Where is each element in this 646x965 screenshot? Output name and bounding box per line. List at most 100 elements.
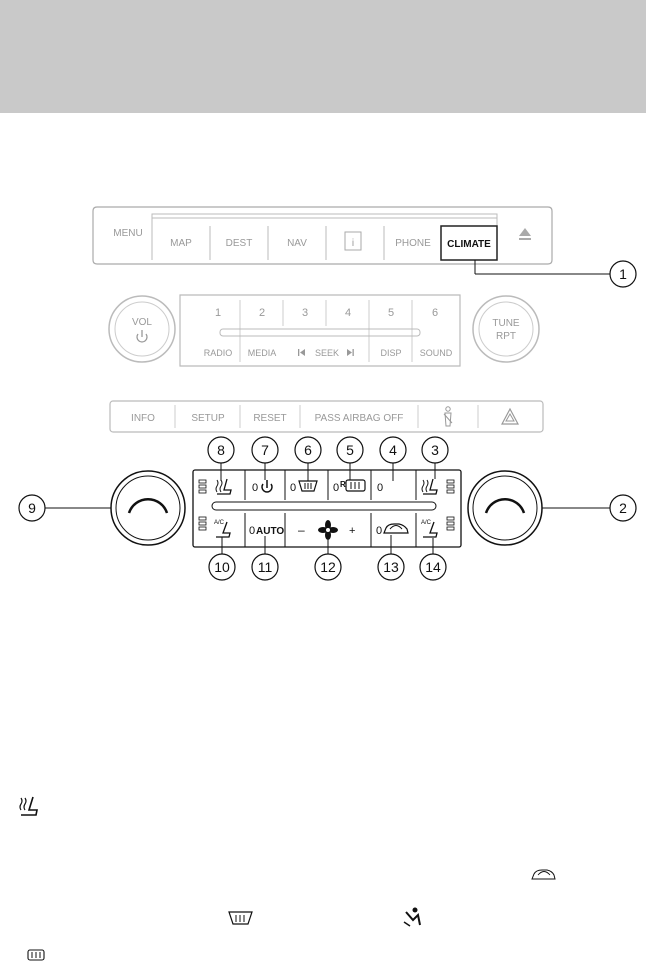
cooled-seat-icon[interactable]: A/C <box>214 520 231 538</box>
fan-minus[interactable]: – <box>298 523 305 537</box>
callouts: 1 2 9 8 7 6 5 4 3 10 11 12 <box>18 260 637 581</box>
seek-label: SEEK <box>315 348 339 358</box>
callout-13-label: 13 <box>383 559 399 575</box>
auto-label[interactable]: AUTO <box>256 526 284 537</box>
fan-icon <box>318 520 338 540</box>
body-floor-vent-icon <box>403 907 421 927</box>
callout-5-label: 5 <box>346 442 354 458</box>
driver-ac-label: A/C <box>214 520 225 526</box>
nav-phone-label[interactable]: PHONE <box>395 238 431 249</box>
callout-14-label: 14 <box>425 559 441 575</box>
heated-seat-icon[interactable] <box>215 478 232 495</box>
callout-13 <box>377 553 405 581</box>
reset-label[interactable]: RESET <box>253 413 286 424</box>
auto-zero-mark: 0 <box>249 525 255 537</box>
setup-label[interactable]: SETUP <box>191 413 225 424</box>
info-label[interactable]: INFO <box>131 413 155 424</box>
callout-2 <box>609 494 637 522</box>
callout-12-label: 12 <box>320 559 336 575</box>
callout-8 <box>207 436 235 464</box>
pass-airbag-off-label[interactable]: PASS AIRBAG OFF <box>315 413 404 424</box>
callout-7-label: 7 <box>261 442 269 458</box>
hazard-icon[interactable] <box>501 407 519 425</box>
fourth-zero-mark: 0 <box>377 482 383 494</box>
climate-button-label: CLIMATE <box>447 239 491 250</box>
climate-button[interactable] <box>440 225 498 261</box>
callout-6-label: 6 <box>304 442 312 458</box>
callout-6 <box>294 436 322 464</box>
passenger-heated-seat-icon[interactable] <box>421 478 438 495</box>
recirc-zero-mark: 0 <box>376 525 382 537</box>
recirculate-icon[interactable] <box>383 523 409 534</box>
callout-9-label: 9 <box>28 500 36 516</box>
passenger-seat-level-bars <box>446 479 455 494</box>
radio-label[interactable]: RADIO <box>204 348 233 358</box>
audio-panel: VOL 1 2 3 4 5 6 RADIO MEDIA SEEK DISP SO… <box>108 294 540 367</box>
passenger-ac-label: A/C <box>421 520 432 526</box>
driver-seat-level-bars <box>198 479 207 494</box>
disp-label[interactable]: DISP <box>380 348 401 358</box>
callout-11-label: 11 <box>258 559 273 575</box>
callout-11 <box>251 553 279 581</box>
fan-plus[interactable]: + <box>349 525 355 537</box>
preset-2[interactable]: 2 <box>259 307 265 319</box>
header-band <box>0 0 646 113</box>
preset-3[interactable]: 3 <box>302 307 308 319</box>
callout-8-label: 8 <box>217 442 225 458</box>
volume-knob[interactable] <box>108 295 176 363</box>
defrost-zero-mark: 0 <box>290 482 296 494</box>
callout-12 <box>314 553 342 581</box>
eject-icon[interactable] <box>519 228 531 240</box>
rear-defrost-zero-mark: 0 <box>333 482 339 494</box>
callout-1-label: 1 <box>619 266 627 282</box>
body-defrost-icon <box>228 911 253 925</box>
info-bar: INFO SETUP RESET PASS AIRBAG OFF <box>109 400 544 433</box>
passenger-cooled-level-bars <box>446 516 455 531</box>
defrost-icon[interactable] <box>298 480 318 492</box>
body-rear-defrost-icon <box>27 949 45 961</box>
nav-bar: MENU MAP DEST NAV i PHONE CLIMATE <box>92 206 553 265</box>
callout-2-label: 2 <box>619 500 627 516</box>
preset-1[interactable]: 1 <box>215 307 221 319</box>
media-label[interactable]: MEDIA <box>248 348 277 358</box>
sound-label[interactable]: SOUND <box>420 348 453 358</box>
callout-14 <box>419 553 447 581</box>
callout-7 <box>251 436 279 464</box>
audio-button-block <box>179 294 461 367</box>
driver-temp-knob[interactable] <box>110 470 186 546</box>
climate-panel: 0 0 0 R 0 A/C 0 <box>110 469 543 548</box>
tune-label: TUNE <box>492 318 520 329</box>
callout-4 <box>379 436 407 464</box>
rear-defrost-icon[interactable]: R <box>340 479 366 492</box>
rear-defrost-r-label: R <box>340 480 346 489</box>
passenger-cooled-seat-icon[interactable]: A/C <box>421 520 438 538</box>
callout-10 <box>208 553 236 581</box>
nav-map-label[interactable]: MAP <box>170 238 192 249</box>
callout-3-label: 3 <box>431 442 439 458</box>
preset-5[interactable]: 5 <box>388 307 394 319</box>
callout-9 <box>18 494 46 522</box>
callout-10-label: 10 <box>214 559 230 575</box>
tune-knob[interactable] <box>472 295 540 363</box>
seatbelt-icon[interactable] <box>443 406 453 427</box>
seek-back-icon[interactable] <box>298 349 305 356</box>
driver-cooled-level-bars <box>198 516 207 531</box>
nav-menu-label[interactable]: MENU <box>113 228 142 239</box>
preset-4[interactable]: 4 <box>345 307 351 319</box>
power-zero-mark: 0 <box>252 482 258 494</box>
info-button-frame[interactable] <box>344 231 362 251</box>
nav-info-label[interactable]: i <box>352 238 354 249</box>
vol-label: VOL <box>132 317 152 328</box>
rpt-label: RPT <box>496 331 516 342</box>
seek-forward-icon[interactable] <box>347 349 354 356</box>
nav-dest-label[interactable]: DEST <box>226 238 253 249</box>
callout-1 <box>609 260 637 288</box>
nav-nav-label[interactable]: NAV <box>287 238 307 249</box>
power-icon[interactable] <box>261 480 273 493</box>
preset-6[interactable]: 6 <box>432 307 438 319</box>
callout-3 <box>421 436 449 464</box>
callout-5 <box>336 436 364 464</box>
passenger-temp-knob[interactable] <box>467 470 543 546</box>
body-heated-seat-icon <box>19 796 38 816</box>
